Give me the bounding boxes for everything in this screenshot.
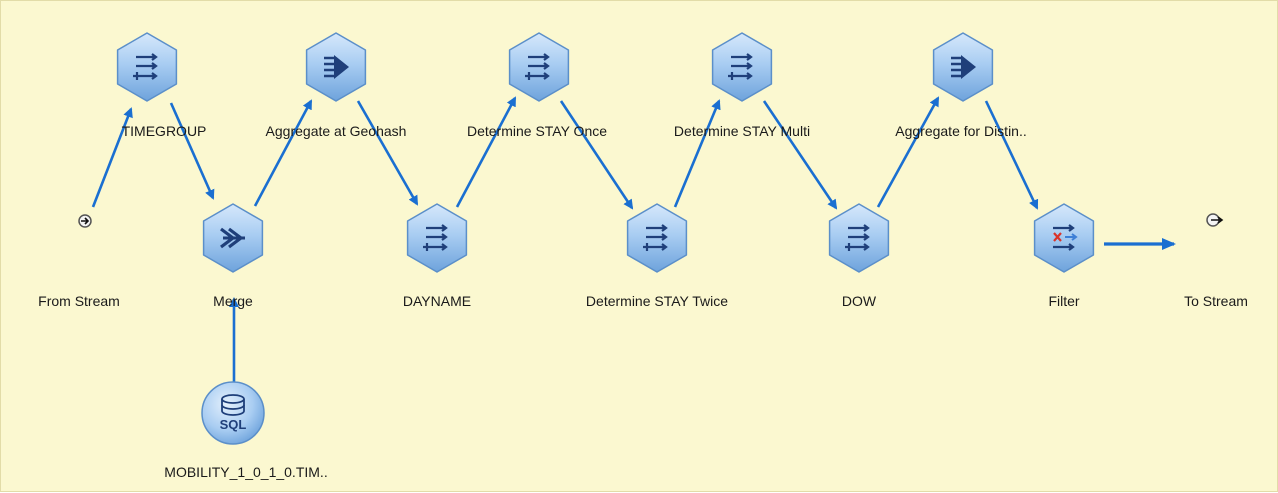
derive-icon[interactable] — [828, 203, 890, 273]
derive-icon[interactable] — [116, 32, 178, 102]
connections — [91, 96, 1176, 383]
derive-icon[interactable] — [711, 32, 773, 102]
stream-input-icon[interactable] — [78, 214, 92, 228]
derive-icon[interactable] — [406, 203, 468, 273]
node-label-filter: Filter — [1048, 293, 1080, 309]
node-label-sql-source: MOBILITY_1_0_1_0.TIM.. — [164, 464, 328, 480]
sql-glyph: SQL — [220, 417, 247, 432]
link-dayname-stay-once[interactable] — [455, 96, 517, 208]
link-stay-multi-dow[interactable] — [762, 100, 838, 210]
link-merge-aggregate-geohash[interactable] — [253, 99, 313, 207]
aggregate-icon[interactable] — [305, 32, 367, 102]
node-label-stay-once: Determine STAY Once — [466, 123, 608, 139]
node-label-to-stream: To Stream — [1184, 293, 1248, 309]
link-fromstream-timegroup[interactable] — [91, 107, 133, 208]
node-label-stay-twice: Determine STAY Twice — [585, 293, 729, 309]
link-aggregate-distinct-filter[interactable] — [984, 100, 1039, 210]
node-label-dow: DOW — [841, 293, 877, 309]
aggregate-icon[interactable] — [932, 32, 994, 102]
node-label-from-stream: From Stream — [38, 293, 120, 309]
filter-icon[interactable] — [1033, 203, 1095, 273]
sql-database-icon[interactable]: SQL — [201, 381, 265, 445]
node-label-merge: Merge — [213, 293, 253, 309]
link-stay-twice-stay-multi[interactable] — [673, 99, 721, 208]
link-dow-aggregate-distinct[interactable] — [876, 96, 940, 208]
derive-icon[interactable] — [508, 32, 570, 102]
link-stay-once-stay-twice[interactable] — [559, 100, 634, 210]
link-aggregate-geohash-dayname[interactable] — [356, 100, 419, 206]
node-label-timegroup: TIMEGROUP — [121, 123, 207, 139]
derive-icon[interactable] — [626, 203, 688, 273]
node-label-dayname: DAYNAME — [402, 293, 472, 309]
node-label-aggregate-geohash: Aggregate at Geohash — [265, 123, 407, 139]
node-label-stay-multi: Determine STAY Multi — [673, 123, 811, 139]
node-label-aggregate-distinct: Aggregate for Distin.. — [895, 123, 1027, 139]
link-timegroup-merge[interactable] — [169, 102, 215, 200]
stream-output-icon[interactable] — [1206, 213, 1224, 227]
merge-icon[interactable] — [202, 203, 264, 273]
